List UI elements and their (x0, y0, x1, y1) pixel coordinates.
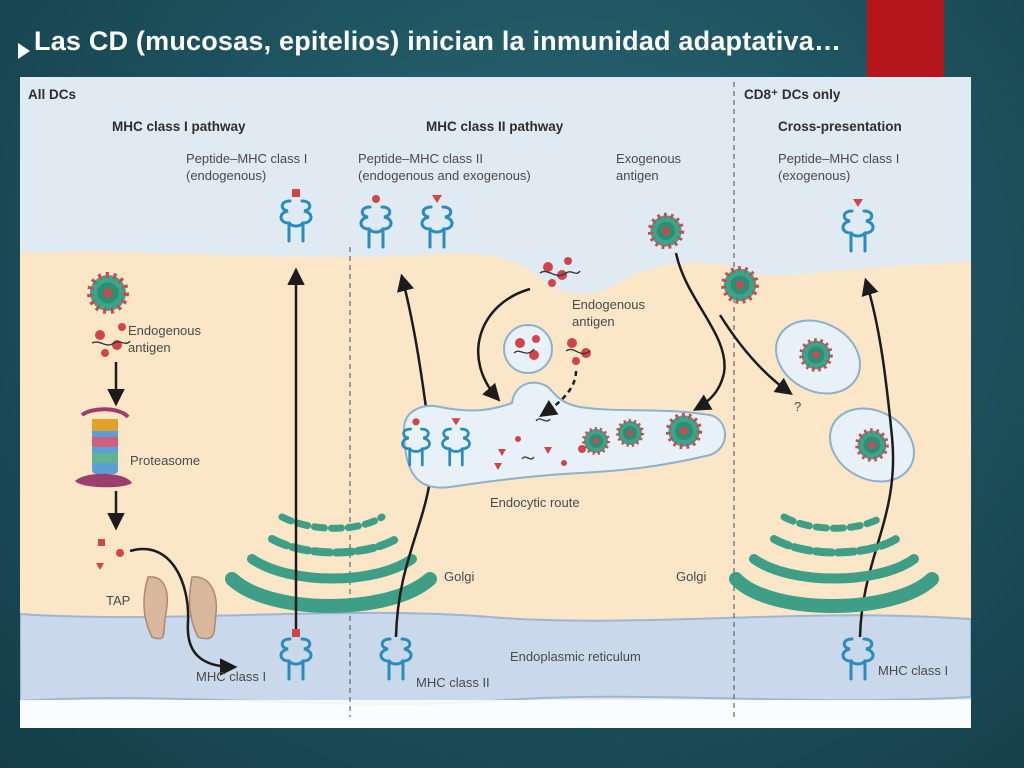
endocytic-route-compartment (402, 381, 726, 489)
header-mhc1-pathway: MHC class I pathway (112, 119, 246, 134)
arrow-exogenous-to-endosome (674, 252, 726, 411)
golgi-right-icon (729, 513, 939, 613)
label-question: ? (794, 399, 801, 414)
header-mhc2-pathway: MHC class II pathway (426, 119, 564, 134)
cytosolic-antigen-icon (565, 338, 591, 365)
endogenous-antigen-cluster-icon (91, 323, 131, 357)
arrow-peptides-through-tap (129, 547, 238, 676)
label-golgi-left: Golgi (444, 569, 474, 584)
label-peptide-mhc1-exogenous: Peptide–MHC class I (exogenous) (778, 151, 903, 183)
label-endoplasmic-reticulum: Endoplasmic reticulum (510, 649, 641, 664)
exogenous-virus-icon (650, 215, 681, 246)
label-mhc1-left: MHC class I (196, 669, 266, 684)
arrow-exogenous-to-cross-presentation (718, 314, 793, 396)
label-endogenous-antigen-left: Endogenous antigen (128, 323, 205, 355)
label-endogenous-antigen-mid: Endogenous antigen (572, 297, 649, 329)
dc-antigen-presentation-figure: All DCs CD8⁺ DCs only MHC class I pathwa… (20, 77, 971, 728)
virus-left-icon (90, 275, 126, 311)
header-cd8-dcs: CD8⁺ DCs only (744, 87, 841, 102)
label-golgi-right: Golgi (676, 569, 706, 584)
header-cross-presentation: Cross-presentation (778, 119, 902, 134)
endosome-peptides-icon (494, 418, 586, 470)
bottom-margin (20, 700, 971, 728)
label-peptide-mhc1-endogenous: Peptide–MHC class I (endogenous) (186, 151, 311, 183)
tap-transporter-icon (143, 576, 218, 640)
surface-mhc1-left-icon (279, 189, 313, 243)
autophagosome-icon (503, 324, 553, 374)
label-peptide-mhc2: Peptide–MHC class II (endogenous and exo… (358, 151, 531, 183)
endosome-virus-a-icon (582, 427, 610, 455)
arrow-invagination-to-endosome (477, 287, 531, 402)
phagocytosed-virus-icon (724, 269, 756, 301)
surface-mhc2-a-icon (359, 195, 393, 249)
endosome-mhc2-b-icon (441, 418, 471, 467)
label-exogenous-antigen: Exogenous antigen (616, 151, 685, 183)
title-bullet-arrow-icon (18, 43, 30, 59)
endosome-virus-b-icon (616, 419, 644, 447)
endosome-virus-c-icon (668, 415, 699, 446)
arrow-dashed-to-endosome (539, 370, 578, 417)
accent-block (867, 0, 944, 78)
phagosome-upper-icon (774, 319, 862, 395)
label-mhc2: MHC class II (416, 675, 490, 690)
membrane-antigen-cluster-icon (539, 257, 581, 287)
golgi-left-icon (225, 513, 437, 613)
peptide-fragments-icon (96, 539, 124, 570)
header-all-dcs: All DCs (28, 87, 76, 102)
label-proteasome: Proteasome (130, 453, 200, 468)
er-mhc1-left-icon (279, 629, 313, 681)
label-mhc1-right: MHC class I (878, 663, 948, 678)
surface-mhc2-b-icon (420, 195, 454, 249)
slide-title: Las CD (mucosas, epitelios) inician la i… (34, 26, 842, 56)
proteasome-icon (75, 407, 132, 488)
endosome-mhc2-a-icon (401, 418, 431, 467)
label-tap: TAP (106, 593, 130, 608)
surface-mhc1-right-icon (841, 199, 875, 253)
label-endocytic-route: Endocytic route (490, 495, 580, 510)
